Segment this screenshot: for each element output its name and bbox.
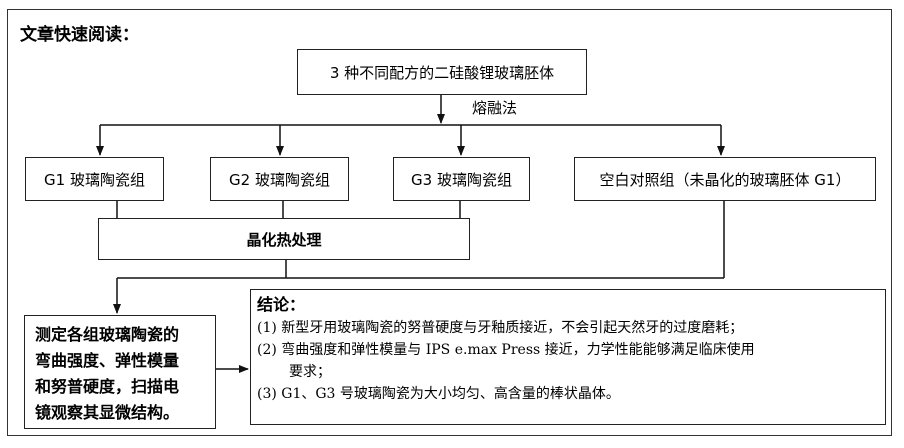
measurement-box: 测定各组玻璃陶瓷的 弯曲强度、弹性模量 和努普硬度，扫描电 镜观察其显微结构。	[24, 315, 216, 429]
heat-treatment-box: 晶化热处理	[98, 218, 470, 260]
control-group-box: 空白对照组（未晶化的玻璃胚体 G1）	[574, 157, 876, 201]
conclusion-item-2-continuation: 要求；	[289, 364, 331, 380]
g3-group-box: G3 玻璃陶瓷组	[393, 157, 530, 201]
control-group-label: 空白对照组（未晶化的玻璃胚体 G1）	[599, 170, 851, 189]
outer-frame	[7, 9, 892, 436]
g1-group-label: G1 玻璃陶瓷组	[44, 170, 145, 189]
g1-group-box: G1 玻璃陶瓷组	[25, 157, 164, 201]
conclusion-title: 结论：	[257, 295, 306, 314]
top-node-box: 3 种不同配方的二硅酸锂玻璃胚体	[297, 49, 587, 95]
measurement-line: 镜观察其显微结构。	[35, 403, 180, 422]
measurement-line: 和努普硬度，扫描电	[35, 377, 180, 396]
conclusion-item-3: (3) G1、G3 号玻璃陶瓷为大小均匀、高含量的棒状晶体。	[257, 386, 620, 402]
g2-group-box: G2 玻璃陶瓷组	[210, 157, 349, 201]
page-heading: 文章快速阅读：	[20, 25, 139, 45]
g3-group-label: G3 玻璃陶瓷组	[411, 170, 512, 189]
top-node-label: 3 种不同配方的二硅酸锂玻璃胚体	[329, 63, 555, 82]
conclusion-item-2: (2) 弯曲强度和弹性模量与 IPS e.max Press 接近，力学性能能够…	[257, 342, 755, 358]
heat-treatment-label: 晶化热处理	[246, 230, 322, 249]
g2-group-label: G2 玻璃陶瓷组	[229, 170, 330, 189]
measurement-line: 测定各组玻璃陶瓷的	[35, 325, 180, 344]
melt-method-label: 熔融法	[472, 99, 518, 117]
conclusion-item-1: (1) 新型牙用玻璃陶瓷的努普硬度与牙釉质接近，不会引起天然牙的过度磨耗；	[257, 320, 744, 336]
measurement-line: 弯曲强度、弹性模量	[35, 351, 180, 370]
conclusion-box: 结论： (1) 新型牙用玻璃陶瓷的努普硬度与牙釉质接近，不会引起天然牙的过度磨耗…	[250, 289, 886, 425]
